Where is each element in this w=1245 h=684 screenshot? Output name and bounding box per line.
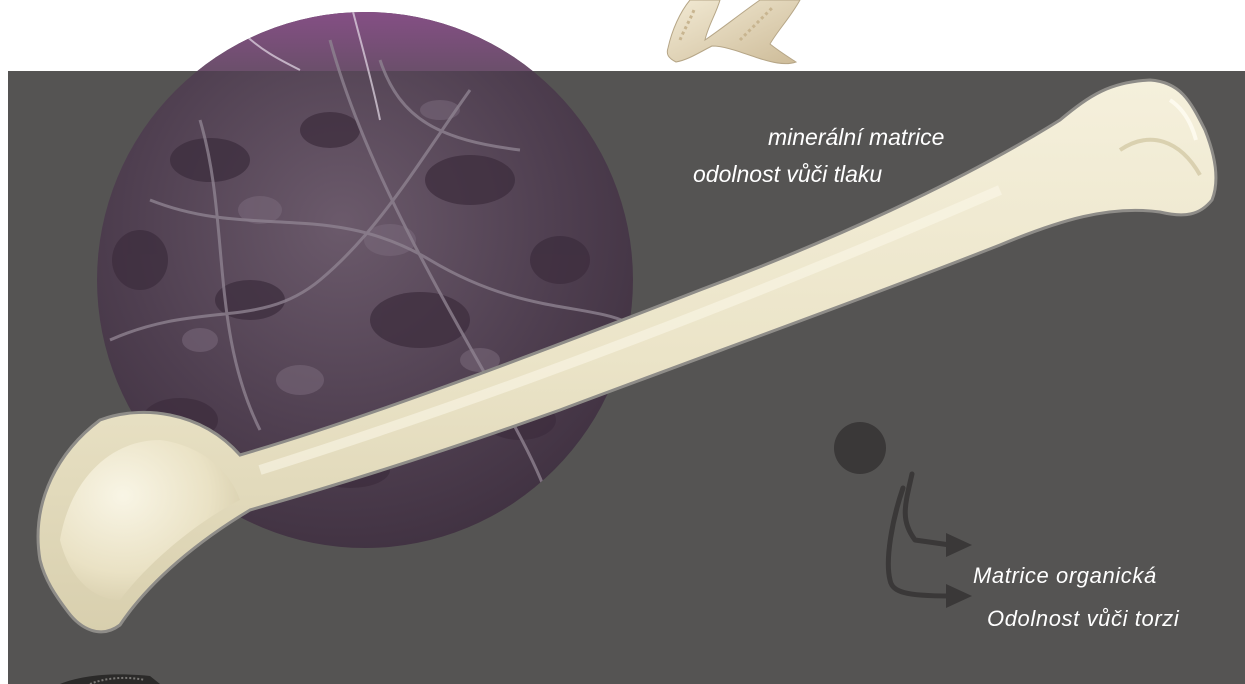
pressure-resistance-label: odolnost vůči tlaku bbox=[693, 163, 882, 186]
mineral-matrix-label: minerální matrice bbox=[768, 126, 944, 149]
torsion-resistance-label: Odolnost vůči torzi bbox=[987, 608, 1179, 630]
organic-matrix-label: Matrice organická bbox=[973, 565, 1157, 587]
